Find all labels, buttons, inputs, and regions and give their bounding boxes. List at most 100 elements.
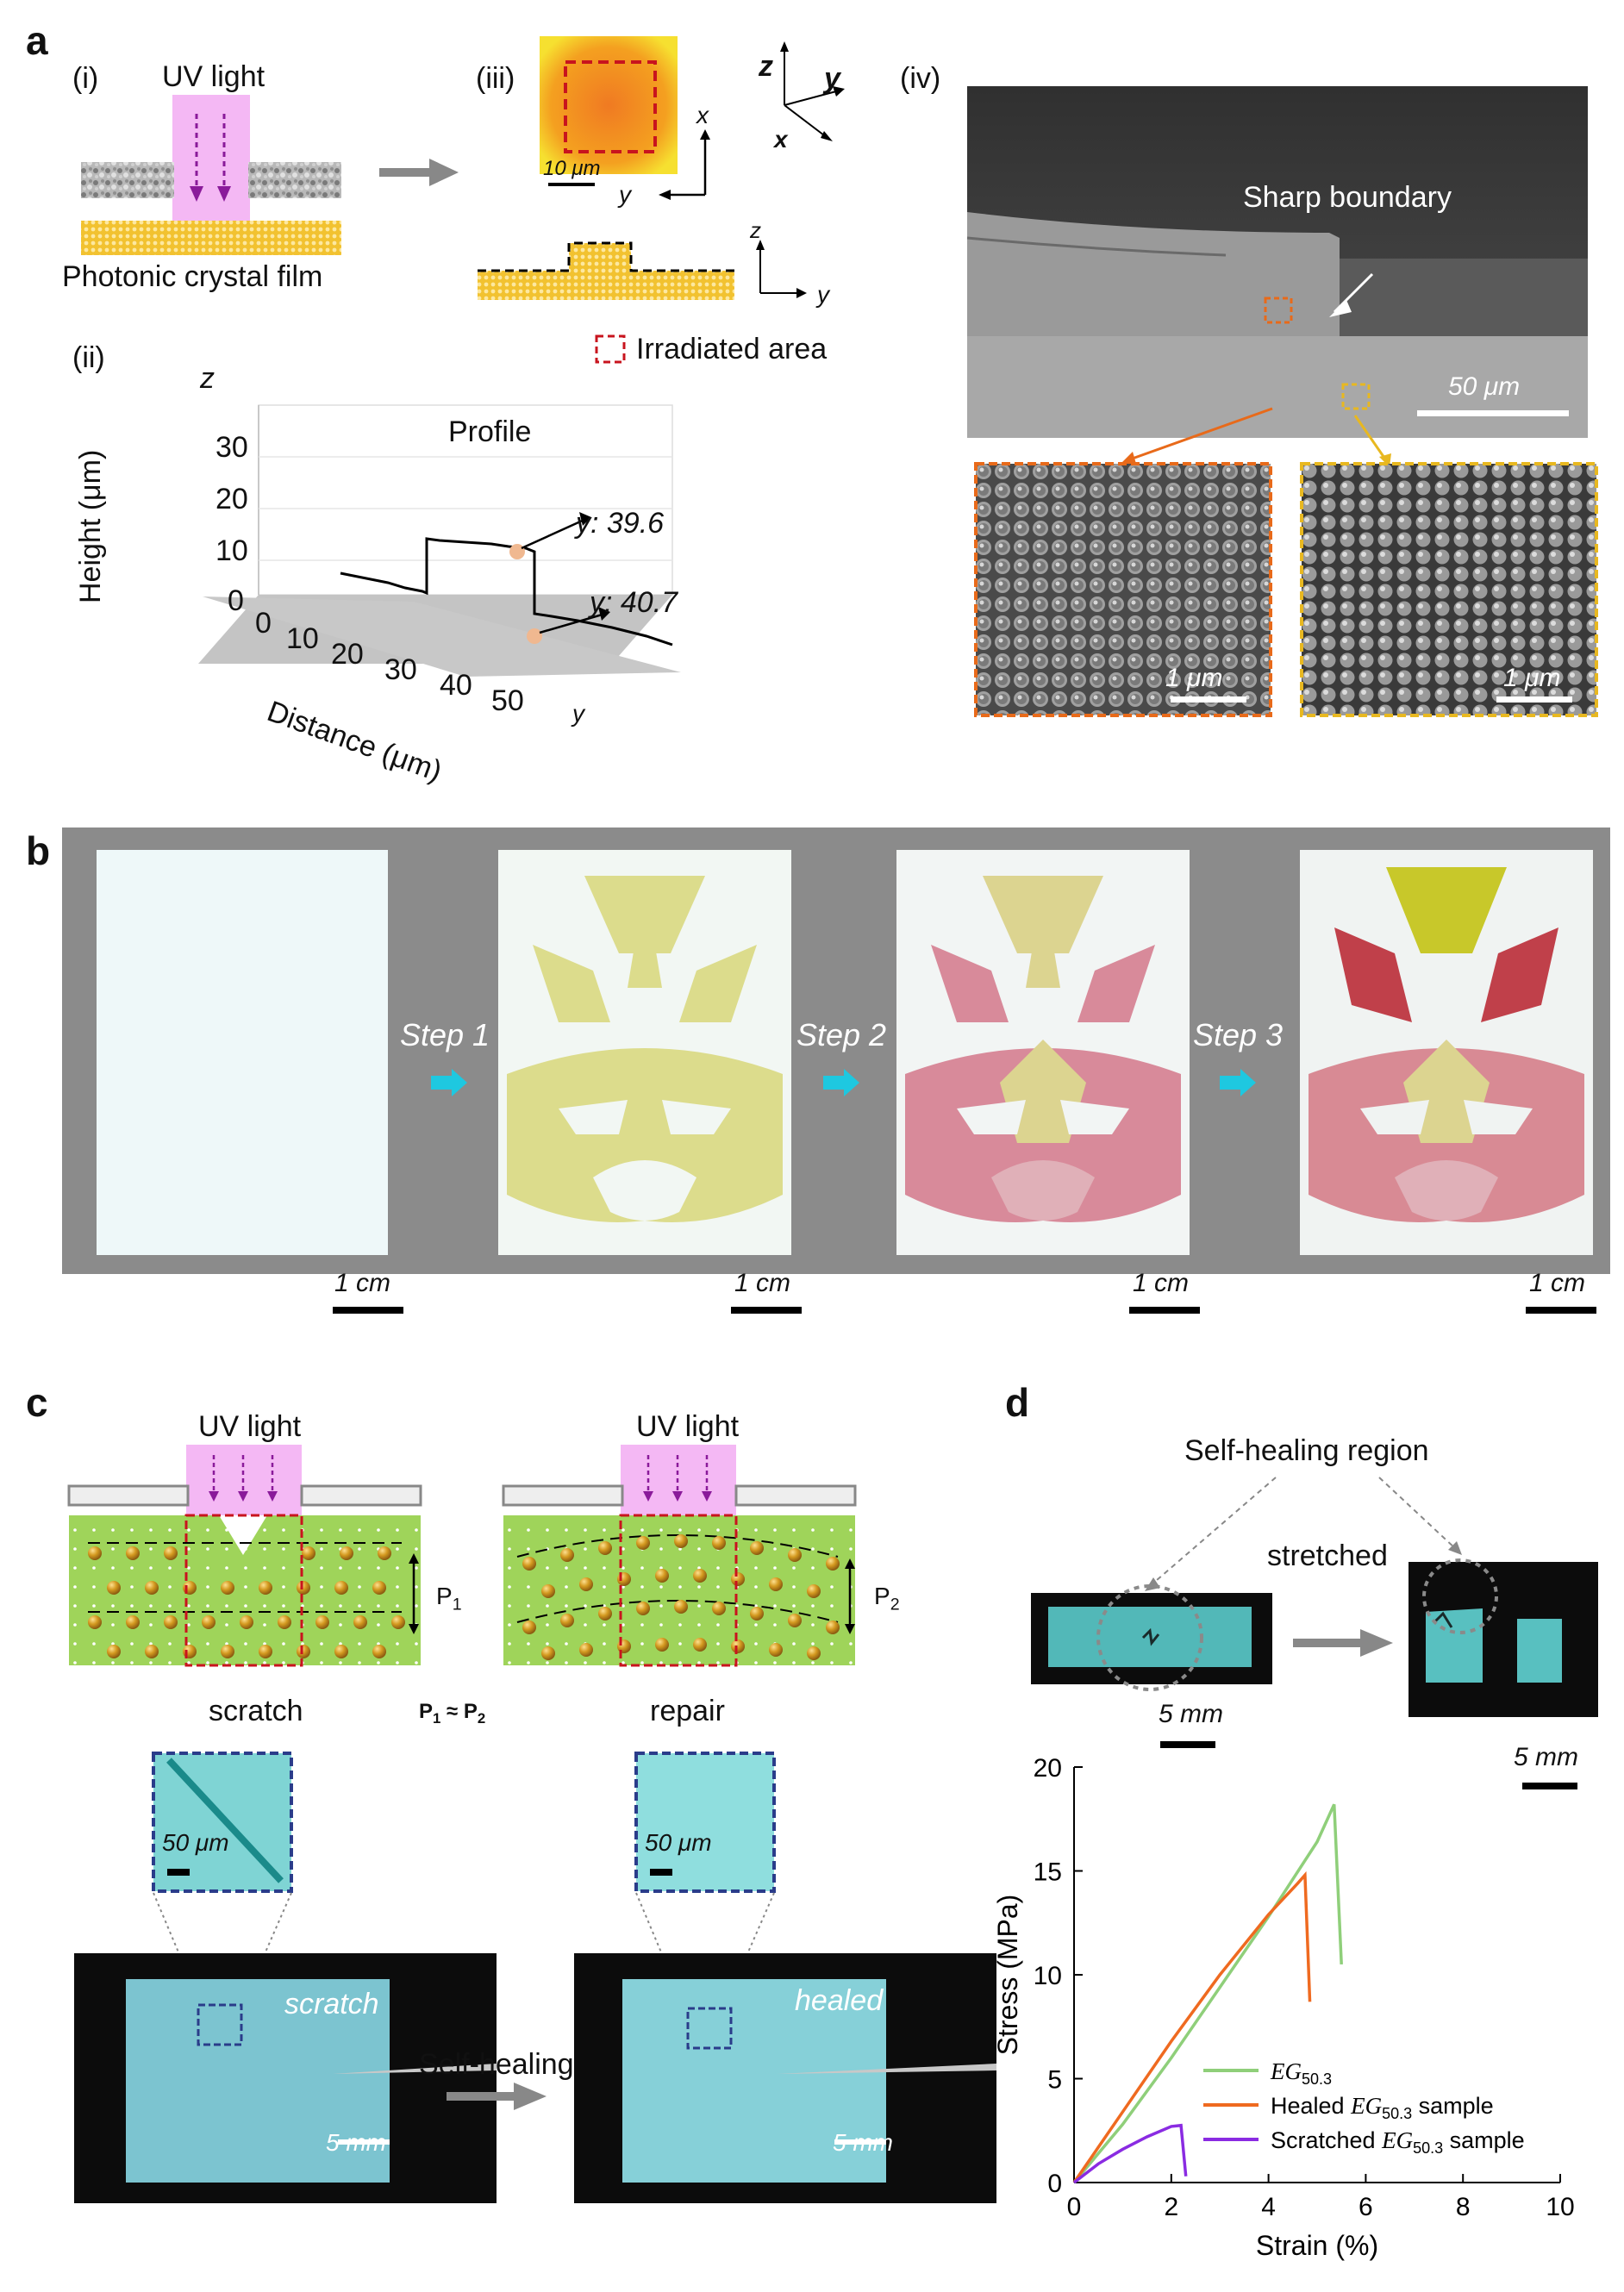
legend-entry-2: Healed EG50.3 sample bbox=[1271, 2093, 1494, 2122]
d-right-scale-label: 5 mm bbox=[1514, 1743, 1578, 1771]
panel-d-label: d bbox=[1005, 1380, 1030, 1425]
subpanel-iv-numeral: (iv) bbox=[900, 62, 941, 95]
scratch-caption: scratch bbox=[209, 1695, 303, 1727]
x-tick-label: 2 bbox=[1164, 2193, 1178, 2221]
step-arrows bbox=[431, 1069, 1256, 1096]
scratch-inset-scale: 50 μm bbox=[162, 1829, 229, 1856]
profile-z-tick: 20 bbox=[215, 483, 248, 515]
blank-film bbox=[97, 850, 388, 1255]
profile-x-tick: 40 bbox=[440, 669, 472, 702]
profile-z-tick: 10 bbox=[215, 534, 248, 567]
y-tick-label: 15 bbox=[1034, 1858, 1062, 1887]
scratch-diagram bbox=[67, 1445, 422, 1667]
subpanel-iii-numeral: (iii) bbox=[476, 62, 515, 95]
stretch-arrow bbox=[1293, 1629, 1393, 1657]
step-3-label: Step 3 bbox=[1193, 1017, 1284, 1052]
panel-a-label: a bbox=[26, 18, 48, 63]
legend-entry-3: Scratched EG50.3 sample bbox=[1271, 2127, 1525, 2157]
healed-film-photo bbox=[574, 1953, 996, 2203]
sem-zoom-left bbox=[974, 462, 1272, 717]
sem-zoom-arrows bbox=[1121, 407, 1391, 467]
y-tick-label: 20 bbox=[1034, 1754, 1062, 1783]
d-left-scale-label: 5 mm bbox=[1159, 1700, 1223, 1728]
y-tick-label: 10 bbox=[1034, 1962, 1062, 1990]
legend-entry-1: EG50.3 bbox=[1270, 2058, 1332, 2088]
panel-b-label: b bbox=[26, 828, 51, 873]
self-healing-arrow-label: Self-healing bbox=[419, 2048, 574, 2081]
profile-x-tick: 50 bbox=[491, 684, 524, 717]
series-line-1 bbox=[1072, 1803, 1343, 2184]
b-scale-3-label: 1 cm bbox=[1133, 1269, 1190, 1297]
p1-label: P1 bbox=[436, 1583, 462, 1614]
stretched-sample-photo bbox=[1409, 1558, 1598, 1717]
repair-inset-scale: 50 μm bbox=[645, 1829, 712, 1856]
scratch-photo-scale: 5 mm bbox=[326, 2129, 386, 2156]
p2-label: P2 bbox=[874, 1583, 900, 1614]
mask-step2 bbox=[896, 850, 1190, 1255]
panel-c-label: c bbox=[26, 1380, 48, 1425]
profile-x-tick: 10 bbox=[286, 622, 319, 655]
sem-right-scale-label: 1 μm bbox=[1503, 664, 1561, 692]
triad-x-label: x bbox=[774, 126, 788, 153]
iii-x-axis-label: x bbox=[696, 102, 709, 128]
sem-main-scale-label: 50 μm bbox=[1448, 372, 1521, 401]
inset-connector-lines bbox=[153, 1892, 775, 2004]
cs-z-label: z bbox=[750, 217, 761, 243]
self-healing-region-label: Self-healing region bbox=[1184, 1434, 1429, 1467]
irradiated-legend-swatch bbox=[595, 334, 626, 364]
mask-step1 bbox=[498, 850, 791, 1255]
b-scale-2 bbox=[731, 1307, 802, 1314]
repair-inset bbox=[634, 1752, 776, 1893]
healed-photo-scale: 5 mm bbox=[833, 2129, 893, 2156]
iii-xy-axes bbox=[659, 129, 710, 200]
subpanel-ii-numeral: (ii) bbox=[72, 341, 105, 374]
repair-caption: repair bbox=[650, 1695, 725, 1727]
profile-y-axis-label: y bbox=[572, 700, 584, 727]
series-line-2 bbox=[1072, 1870, 1312, 2183]
x-axis-label: Strain (%) bbox=[1256, 2230, 1378, 2261]
x-tick-label: 4 bbox=[1261, 2193, 1276, 2221]
sharp-boundary-label: Sharp boundary bbox=[1243, 181, 1452, 214]
profile-z-tick: 30 bbox=[215, 431, 248, 464]
profile-ylabel: Height (μm) bbox=[74, 449, 107, 603]
c-uv-left-label: UV light bbox=[198, 1410, 302, 1443]
profile-title: Profile bbox=[448, 415, 532, 448]
x-tick-label: 6 bbox=[1359, 2193, 1373, 2221]
b-scale-3 bbox=[1129, 1307, 1200, 1314]
b-scale-4-label: 1 cm bbox=[1529, 1269, 1586, 1297]
stretched-label: stretched bbox=[1267, 1539, 1388, 1572]
step-2-label: Step 2 bbox=[796, 1017, 887, 1052]
coordinate-triad bbox=[780, 41, 845, 141]
y-axis-label: Stress (MPa) bbox=[992, 1895, 1023, 2056]
profile-x-tick: 0 bbox=[255, 607, 272, 640]
b-scale-1-label: 1 cm bbox=[334, 1269, 391, 1297]
d-right-scale bbox=[1522, 1783, 1577, 1789]
triad-y-label: y bbox=[824, 62, 840, 95]
cs-y-label: y bbox=[817, 281, 829, 308]
p2-spacing-arrow bbox=[845, 1558, 855, 1634]
self-healing-arrow bbox=[447, 2083, 547, 2110]
process-arrow bbox=[379, 159, 459, 186]
triad-z-label: z bbox=[759, 50, 773, 83]
c-uv-right-label: UV light bbox=[636, 1410, 740, 1443]
photonic-crystal-film-label: Photonic crystal film bbox=[62, 260, 323, 293]
profile-marker-upper: y: 39.6 bbox=[576, 507, 665, 540]
x-tick-label: 10 bbox=[1546, 2193, 1574, 2221]
uv-illumination-diagram bbox=[81, 95, 341, 255]
b-scale-4 bbox=[1526, 1307, 1596, 1314]
subpanel-i-numeral: (i) bbox=[72, 62, 99, 95]
sem-zoom-right bbox=[1300, 462, 1598, 717]
irradiated-area-legend: Irradiated area bbox=[636, 333, 828, 365]
scratched-film-photo bbox=[74, 1953, 497, 2203]
series-line-3 bbox=[1072, 2123, 1188, 2184]
y-tick-label: 5 bbox=[1047, 2066, 1062, 2095]
cross-section-profile bbox=[478, 241, 734, 300]
repair-diagram bbox=[502, 1445, 857, 1667]
profile-3d-plot bbox=[198, 404, 681, 677]
healed-photo-tag: healed bbox=[795, 1984, 884, 2017]
uv-light-label: UV light bbox=[162, 60, 265, 93]
y-tick-label: 0 bbox=[1047, 2170, 1062, 2198]
cross-section-axes bbox=[756, 240, 807, 298]
p-relation: P1 ≈ P2 bbox=[419, 1700, 486, 1727]
